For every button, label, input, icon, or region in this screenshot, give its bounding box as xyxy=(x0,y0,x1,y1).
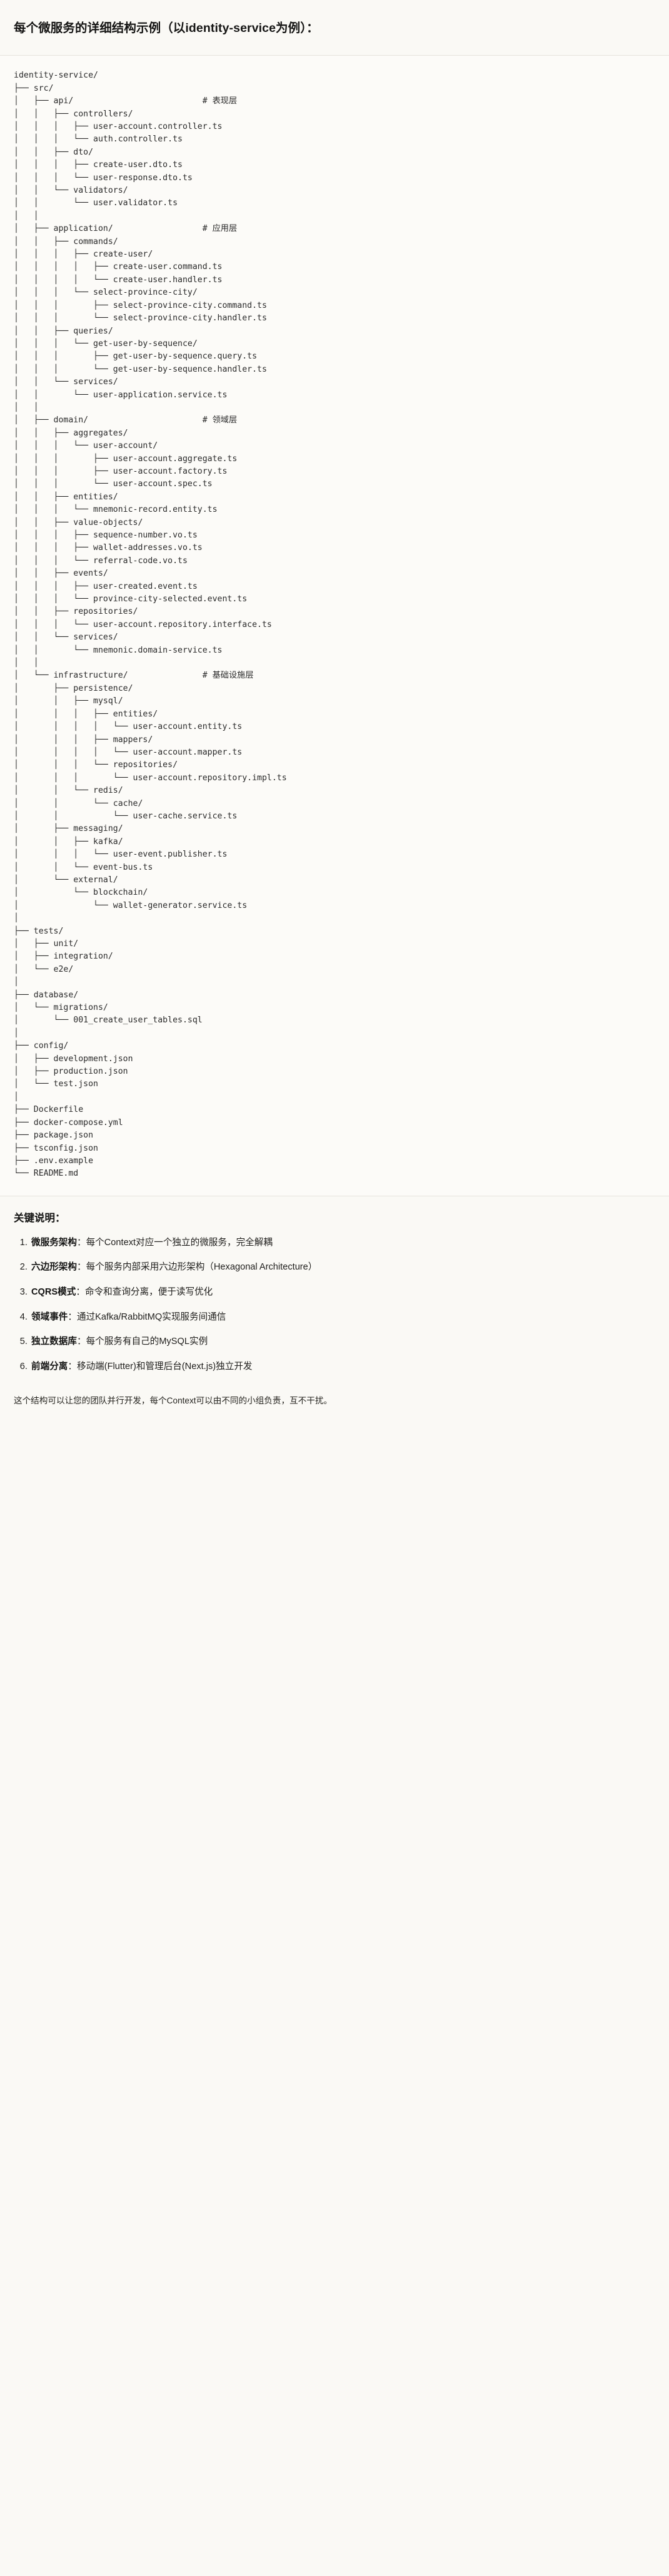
key-point-item: 领域事件：通过Kafka/RabbitMQ实现服务间通信 xyxy=(30,1310,655,1325)
title-divider xyxy=(0,55,669,56)
key-point-item: CQRS模式：命令和查询分离，便于读写优化 xyxy=(30,1285,655,1300)
key-points-list: 微服务架构：每个Context对应一个独立的微服务，完全解耦 六边形架构：每个服… xyxy=(14,1236,655,1374)
directory-tree: identity-service/ ├── src/ │ ├── api/ # … xyxy=(0,64,669,1184)
key-point-desc: ：移动端(Flutter)和管理后台(Next.js)独立开发 xyxy=(68,1361,253,1372)
key-point-desc: ：每个服务有自己的MySQL实例 xyxy=(76,1336,208,1347)
directory-tree-content: identity-service/ ├── src/ │ ├── api/ # … xyxy=(14,71,287,1179)
key-point-desc: ：命令和查询分离，便于读写优化 xyxy=(76,1287,213,1298)
key-points-heading: 关键说明： xyxy=(14,1212,66,1224)
key-point-desc: ：通过Kafka/RabbitMQ实现服务间通信 xyxy=(68,1311,226,1322)
key-point-desc: ：每个Context对应一个独立的微服务，完全解耦 xyxy=(76,1237,273,1248)
key-point-term: 微服务架构 xyxy=(31,1237,77,1248)
key-point-term: CQRS模式 xyxy=(31,1287,76,1298)
key-points-section: 关键说明： 微服务架构：每个Context对应一个独立的微服务，完全解耦 六边形… xyxy=(0,1196,669,1388)
document-page: 每个微服务的详细结构示例（以identity-service为例）： ident… xyxy=(0,8,669,1423)
key-point-item: 微服务架构：每个Context对应一个独立的微服务，完全解耦 xyxy=(30,1236,655,1250)
key-point-term: 六边形架构 xyxy=(31,1262,77,1273)
key-point-term: 领域事件 xyxy=(31,1311,68,1322)
key-point-item: 六边形架构：每个服务内部采用六边形架构（Hexagonal Architectu… xyxy=(30,1260,655,1275)
directory-tree-block: identity-service/ ├── src/ │ ├── api/ # … xyxy=(0,56,669,1196)
key-point-item: 前端分离：移动端(Flutter)和管理后台(Next.js)独立开发 xyxy=(30,1360,655,1374)
key-point-term: 前端分离 xyxy=(31,1361,68,1372)
key-point-desc: ：每个服务内部采用六边形架构（Hexagonal Architecture） xyxy=(76,1262,318,1273)
key-points-footer: 这个结构可以让您的团队并行开发，每个Context可以由不同的小组负责，互不干扰… xyxy=(14,1396,333,1406)
key-point-term: 独立数据库 xyxy=(31,1336,77,1347)
page-title: 每个微服务的详细结构示例（以identity-service为例）： xyxy=(14,21,319,36)
key-point-item: 独立数据库：每个服务有自己的MySQL实例 xyxy=(30,1335,655,1349)
